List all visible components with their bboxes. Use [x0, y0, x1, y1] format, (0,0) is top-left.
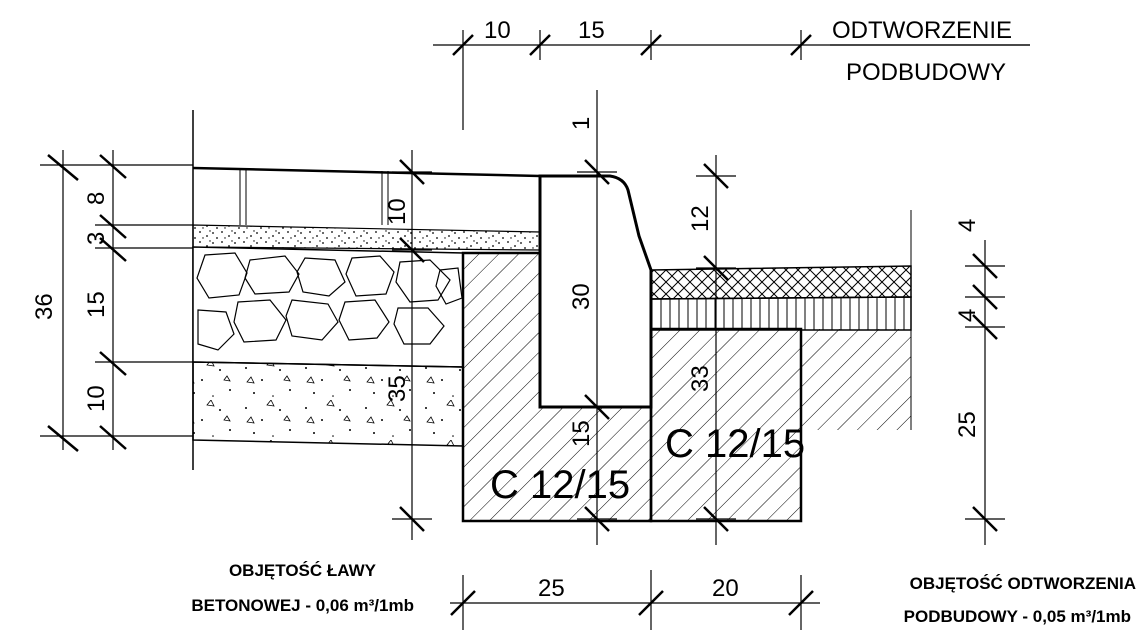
- stone-layer: [196, 252, 463, 351]
- dim-inner-33: 33: [687, 365, 714, 392]
- dim-right-25: 25: [954, 411, 981, 438]
- dim-inner-30: 30: [568, 283, 595, 310]
- note-left-line2: BETONOWEJ - 0,06 m³/1mb: [191, 596, 414, 615]
- dim-top-10: 10: [484, 17, 511, 44]
- note-right-line1: OBJĘTOŚĆ ODTWORZENIA: [910, 574, 1136, 593]
- road-layers: [192, 110, 541, 470]
- curb: [538, 174, 653, 409]
- dim-inner-1: 1: [568, 117, 595, 130]
- dim-top-15: 15: [578, 17, 605, 44]
- note-left-line1: OBJĘTOŚĆ ŁAWY: [229, 561, 377, 580]
- soil-hatch: [801, 329, 911, 430]
- dimension-ticks: [47, 34, 998, 616]
- note-top-line1: ODTWORZENIE: [832, 17, 1012, 44]
- dim-left-10: 10: [83, 385, 110, 412]
- dim-left-3: 3: [83, 232, 110, 245]
- note-top-line2: PODBUDOWY: [846, 59, 1006, 86]
- dim-right-4a: 4: [954, 219, 981, 232]
- dim-inner-10: 10: [384, 198, 411, 225]
- note-right-line2: PODBUDOWY - 0,05 m³/1mb: [904, 607, 1131, 626]
- dim-bottom-25: 25: [538, 575, 565, 602]
- dim-left-15: 15: [83, 291, 110, 318]
- concrete-label-right: C 12/15: [665, 422, 805, 466]
- dim-bottom-20: 20: [712, 575, 739, 602]
- dim-left-36: 36: [31, 293, 58, 320]
- dim-left-8: 8: [83, 192, 110, 205]
- dim-inner-35: 35: [384, 375, 411, 402]
- dim-right-4b: 4: [954, 309, 981, 322]
- dim-inner-15: 15: [568, 420, 595, 447]
- concrete-label-left: C 12/15: [490, 463, 630, 507]
- dim-inner-12: 12: [687, 205, 714, 232]
- dimension-lines: [40, 30, 1030, 630]
